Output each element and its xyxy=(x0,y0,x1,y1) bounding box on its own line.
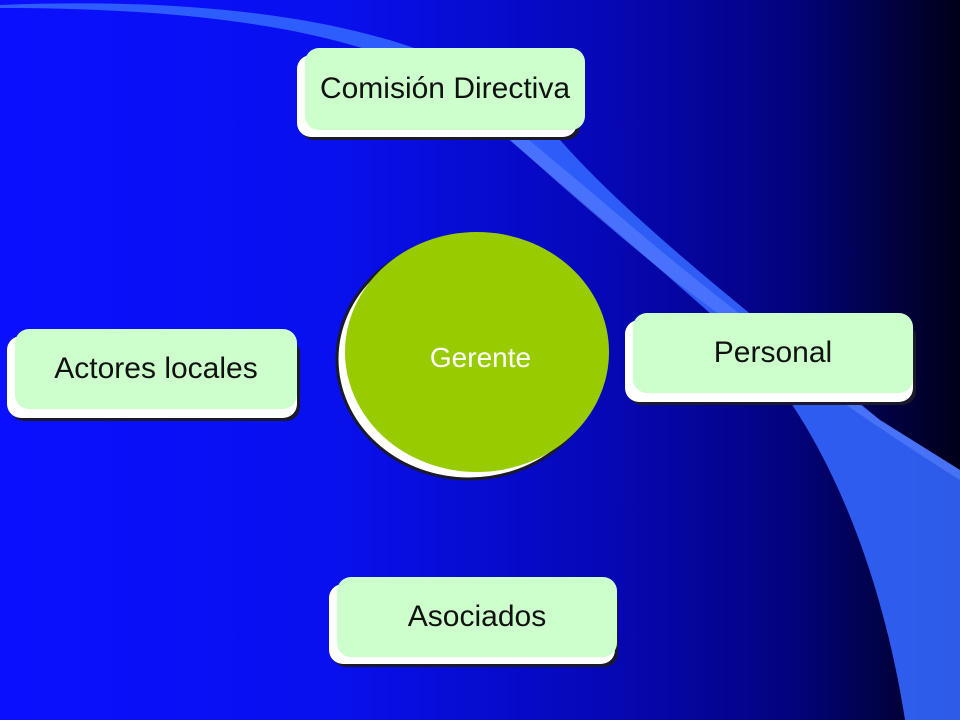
manager-circle xyxy=(335,232,609,481)
commission-label: Comisión Directiva xyxy=(319,72,571,105)
members-label: Asociados xyxy=(407,600,547,633)
manager-label: Gerente xyxy=(429,342,532,373)
manager-node: Gerente xyxy=(330,232,615,484)
commission-box: Comisión Directiva xyxy=(305,48,585,130)
staff-box: Personal xyxy=(633,313,913,393)
staff-label: Personal xyxy=(713,336,833,369)
actors-box: Actores locales xyxy=(15,329,297,409)
members-box: Asociados xyxy=(337,577,617,657)
actors-label: Actores locales xyxy=(54,352,258,385)
